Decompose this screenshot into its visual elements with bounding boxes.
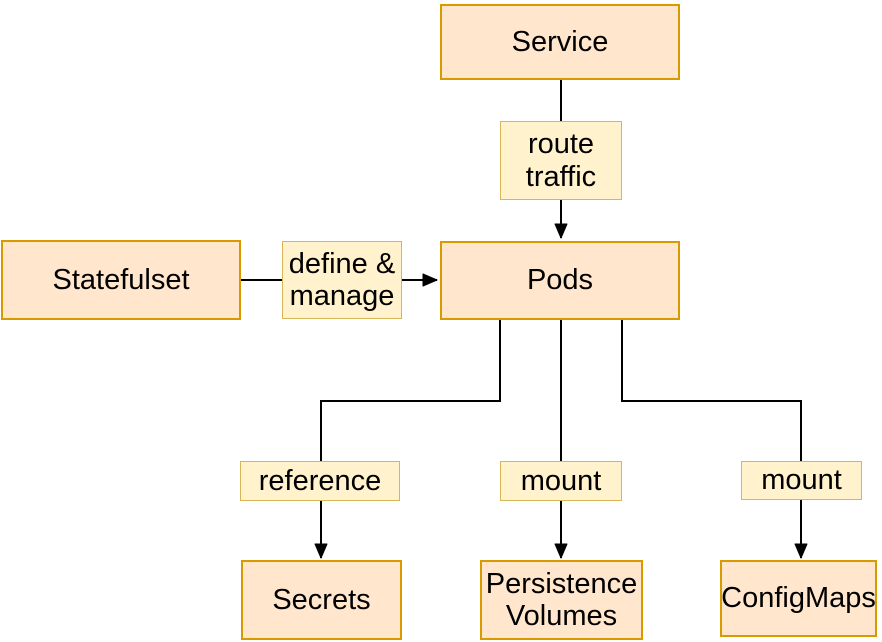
edge-label-mount-middle: mount <box>500 461 622 501</box>
node-persistence-volumes: Persistence Volumes <box>480 560 643 640</box>
edge-pods-reference <box>320 320 501 461</box>
edge-label-route-traffic: route traffic <box>500 121 622 200</box>
edge-label-mount-right: mount <box>741 461 862 500</box>
edge-pods-mount-right <box>621 320 802 461</box>
edge-label-define-manage: define & manage <box>282 241 402 319</box>
edge-label-reference: reference <box>240 461 400 501</box>
node-service: Service <box>440 4 680 80</box>
node-statefulset: Statefulset <box>1 240 241 320</box>
node-configmaps: ConfigMaps <box>720 560 877 637</box>
node-pods: Pods <box>440 241 680 320</box>
node-secrets: Secrets <box>241 560 402 640</box>
